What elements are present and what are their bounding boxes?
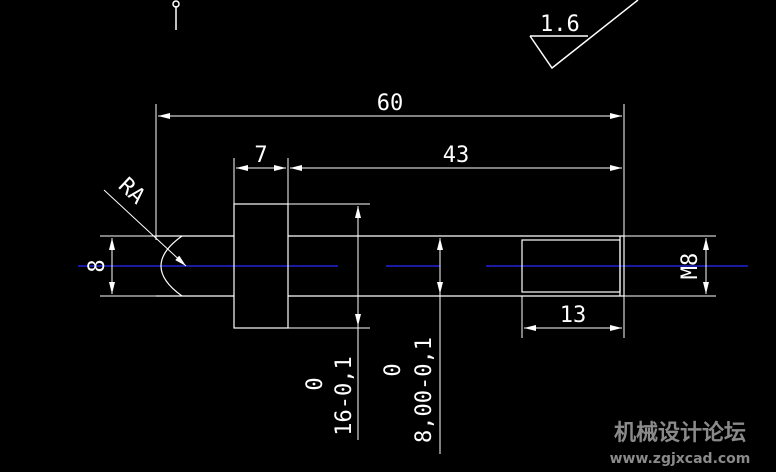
- dim-overall-length: 60: [377, 91, 404, 116]
- dim-left-diameter: 8: [85, 259, 110, 272]
- dim-thread-size: M8: [678, 253, 703, 280]
- dim-shoulder-to-end: 43: [443, 143, 470, 168]
- collar-tol-upper: 0: [303, 377, 328, 390]
- top-marker: [172, 0, 180, 30]
- roughness-value: 1.6: [540, 12, 580, 37]
- dim-shoulder-width: 7: [254, 143, 267, 168]
- radius-leader: [103, 189, 187, 267]
- part-outline: [156, 203, 625, 329]
- shaft-tol-upper: 0: [381, 363, 406, 376]
- collar-tol-lower: 16-0,1: [332, 356, 357, 435]
- surface-roughness-symbol: [529, 0, 639, 70]
- watermark-title: 机械设计论坛: [614, 420, 746, 446]
- dimension-lines: [103, 113, 709, 454]
- dim-thread-length: 13: [560, 303, 587, 328]
- watermark-url: www.zgjxcad.com: [610, 451, 751, 467]
- extension-lines: [100, 104, 716, 338]
- shaft-tol-lower: 8,00-0,1: [412, 337, 437, 443]
